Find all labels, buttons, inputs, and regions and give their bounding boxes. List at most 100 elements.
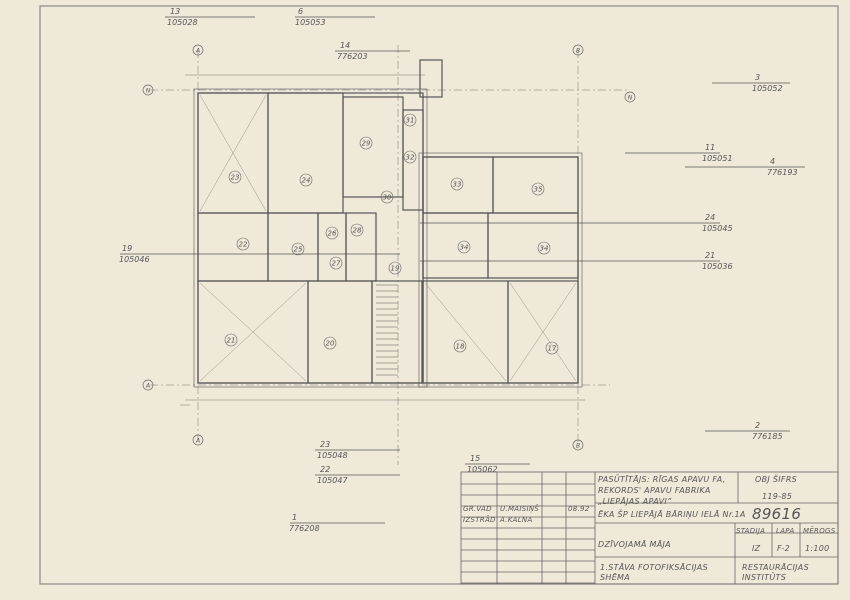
axis-label: N	[628, 95, 633, 102]
client-text: PASŪTĪTĀJS: RĪGAS APAVU FA, REKORDS' APA…	[598, 475, 726, 506]
room-circle	[450, 177, 464, 191]
photo-marker: 11 105051	[625, 143, 733, 163]
marker-code: 105051	[702, 154, 733, 163]
marker-code: 105047	[317, 476, 348, 485]
marker-number: 11	[705, 143, 715, 152]
axis-label: N	[146, 88, 151, 95]
marker-code: 105028	[167, 18, 198, 27]
room-number: 20	[326, 340, 335, 348]
outer-wall	[193, 88, 428, 388]
axis-marker	[192, 44, 204, 56]
photo-markers: AANABBN131050286105053147762033105052111…	[119, 7, 805, 533]
marker-code: 776193	[767, 168, 798, 177]
marker-number: 22	[320, 465, 330, 474]
room-circle	[299, 173, 313, 187]
role-2: IZSTRĀD	[463, 516, 496, 524]
name-2: A.KALNA	[500, 516, 533, 524]
marker-number: 13	[170, 7, 180, 16]
room-outline	[342, 96, 404, 198]
room-number: 34	[460, 244, 469, 252]
marker-code: 105052	[752, 84, 783, 93]
scale-value: 1:100	[805, 544, 830, 553]
marker-number: 21	[705, 251, 715, 260]
room-outline	[371, 280, 423, 384]
marker-code: 105062	[467, 465, 498, 474]
room-number: 18	[456, 343, 465, 351]
marker-code: 105045	[702, 224, 733, 233]
sheet-label: LAPA	[776, 527, 795, 535]
photo-marker: 21 105036	[420, 251, 733, 271]
room-circle	[236, 237, 250, 251]
marker-number: 6	[298, 7, 303, 16]
photo-marker: 15 105062	[465, 454, 530, 474]
marker-number: 23	[320, 440, 330, 449]
marker-code: 105036	[702, 262, 733, 271]
room-circle	[224, 333, 238, 347]
marker-code: 105053	[295, 18, 326, 27]
room-outline	[419, 59, 443, 98]
photo-marker: 6 105053	[295, 7, 375, 27]
marker-code: 776203	[337, 52, 368, 61]
stage-value: IZ	[752, 544, 761, 553]
marker-number: 3	[755, 73, 760, 82]
room-number: 24	[302, 177, 311, 185]
room-number: 23	[231, 174, 240, 182]
room-number: 25	[294, 246, 303, 254]
name-1: U.MAISIŅŠ	[500, 505, 540, 513]
marker-number: 15	[470, 454, 480, 463]
photo-marker: 22 105047	[315, 465, 400, 485]
room-circle	[359, 136, 373, 150]
room-number: 34	[540, 245, 549, 253]
axis-marker	[192, 434, 204, 446]
room-circle	[403, 150, 417, 164]
room-circle	[228, 170, 242, 184]
marker-code: 105048	[317, 451, 348, 460]
room-circle	[537, 241, 551, 255]
role-1: GR.VAD	[463, 505, 492, 513]
room-circle	[325, 226, 339, 240]
room-number: 21	[227, 337, 236, 345]
axis-marker	[624, 91, 636, 103]
marker-number: 4	[770, 157, 775, 166]
room-outline	[507, 280, 579, 384]
institute-name: RESTAURĀCIJAS INSTITŪTS	[742, 563, 809, 582]
room-circle	[531, 182, 545, 196]
axis-label: B	[576, 48, 580, 55]
room-number: 32	[406, 154, 415, 162]
room-number: 28	[353, 227, 362, 235]
room-number: 30	[383, 194, 392, 202]
room-outline	[345, 212, 377, 282]
drawing-title: 1.STĀVA FOTOFIKSĀCIJAS SHĒMA	[600, 563, 708, 582]
marker-number: 24	[705, 213, 715, 222]
room-outline	[317, 212, 347, 282]
room-circle	[457, 240, 471, 254]
room-number: 33	[453, 181, 462, 189]
room-circle	[329, 256, 343, 270]
floor-plan	[150, 45, 630, 465]
date-1: 08.92	[568, 505, 590, 513]
title-block-grid	[460, 471, 839, 585]
room-circle	[323, 336, 337, 350]
room-circle	[350, 223, 364, 237]
view-line	[509, 282, 577, 382]
photo-marker: 3 105052	[712, 73, 790, 93]
axis-marker	[572, 44, 584, 56]
room-number: 29	[362, 140, 371, 148]
room-circle	[453, 339, 467, 353]
outer-wall	[418, 152, 583, 388]
axis-label: A	[145, 383, 150, 390]
room-circle	[380, 190, 394, 204]
room-outline	[307, 280, 373, 384]
room-number: 27	[332, 260, 341, 268]
marker-number: 19	[122, 244, 132, 253]
scale-label: MĒROGS	[803, 527, 836, 535]
room-circle	[388, 261, 402, 275]
axis-marker	[572, 439, 584, 451]
view-line	[424, 282, 507, 382]
